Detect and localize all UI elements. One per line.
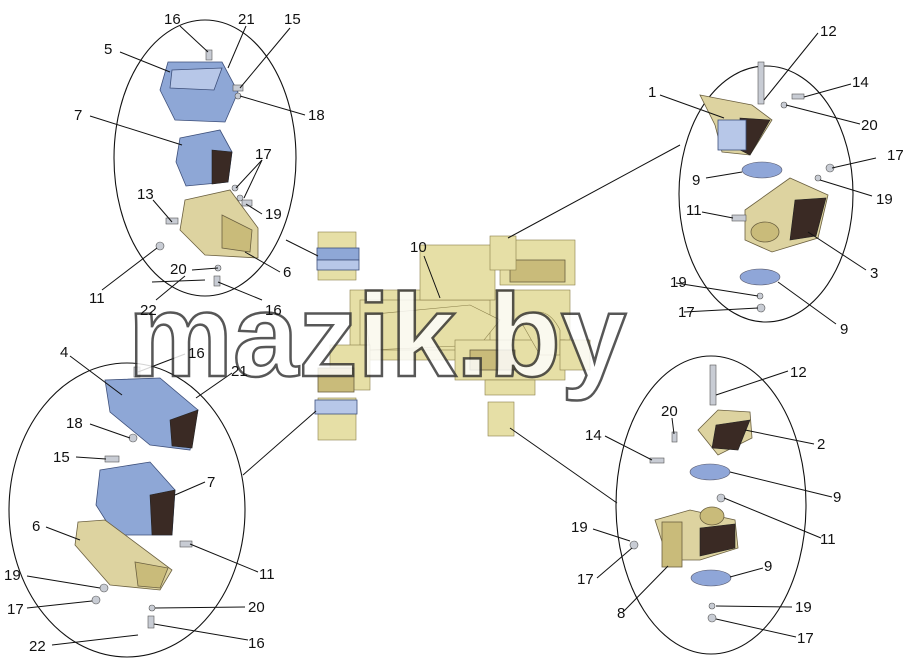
callout-br-14: 14 bbox=[585, 427, 602, 444]
callout-br-9: 9 bbox=[833, 489, 841, 506]
callout-tr-19b: 19 bbox=[670, 274, 687, 291]
callout-tr-3: 3 bbox=[870, 265, 878, 282]
callout-tr-17b: 17 bbox=[678, 304, 695, 321]
callout-labels: 16 21 15 5 18 7 17 13 19 11 20 6 22 16 4… bbox=[4, 11, 904, 655]
callout-tl-20: 20 bbox=[170, 261, 187, 278]
callout-br-19: 19 bbox=[571, 519, 588, 536]
engine-frame-assembly bbox=[314, 231, 591, 441]
callout-bl-18: 18 bbox=[66, 415, 83, 432]
callout-tl-5: 5 bbox=[104, 41, 112, 58]
callout-br-9b: 9 bbox=[764, 558, 772, 575]
callout-bl-4: 4 bbox=[60, 344, 68, 361]
callout-br-12: 12 bbox=[790, 364, 807, 381]
callout-c-10: 10 bbox=[410, 239, 427, 256]
callout-tl-18: 18 bbox=[308, 107, 325, 124]
bottom-right-parts bbox=[629, 364, 753, 623]
callout-bl-16: 16 bbox=[188, 345, 205, 362]
callout-tr-14: 14 bbox=[852, 74, 869, 91]
watermark-text: mazik.by bbox=[128, 270, 626, 402]
callout-bl-20: 20 bbox=[248, 599, 265, 616]
callout-bl-7: 7 bbox=[207, 474, 215, 491]
callout-bl-21: 21 bbox=[231, 363, 248, 380]
callout-br-17b: 17 bbox=[797, 630, 814, 647]
callout-tl-21: 21 bbox=[238, 11, 255, 28]
callout-tr-1: 1 bbox=[648, 84, 656, 101]
callout-tr-12: 12 bbox=[820, 23, 837, 40]
callout-bl-15: 15 bbox=[53, 449, 70, 466]
detail-ellipse-top-right bbox=[678, 65, 854, 323]
callout-bl-11: 11 bbox=[259, 566, 275, 583]
detail-ellipse-bottom-left bbox=[8, 362, 246, 658]
callout-tl-16: 16 bbox=[164, 11, 181, 28]
callout-tr-19: 19 bbox=[876, 191, 893, 208]
callout-br-17: 17 bbox=[577, 571, 594, 588]
callout-bl-16b: 16 bbox=[248, 635, 265, 652]
callout-tr-9: 9 bbox=[692, 172, 700, 189]
callout-tl-11: 11 bbox=[89, 290, 105, 307]
callout-tr-11: 11 bbox=[686, 202, 702, 219]
callout-bl-19: 19 bbox=[4, 567, 21, 584]
callout-tr-17: 17 bbox=[887, 147, 904, 164]
callout-tl-16b: 16 bbox=[265, 302, 282, 319]
callout-tl-7: 7 bbox=[74, 107, 82, 124]
callout-tl-17: 17 bbox=[255, 146, 272, 163]
top-left-parts bbox=[155, 49, 259, 287]
callout-bl-17: 17 bbox=[7, 601, 24, 618]
detail-ellipse-bottom-right bbox=[615, 355, 807, 655]
callout-tl-19: 19 bbox=[265, 206, 282, 223]
callout-bl-6: 6 bbox=[32, 518, 40, 535]
callout-tr-9b: 9 bbox=[840, 321, 848, 338]
connector-lines bbox=[242, 144, 681, 504]
callout-br-19b: 19 bbox=[795, 599, 812, 616]
detail-ellipse-top-left bbox=[113, 19, 297, 297]
callout-tr-20: 20 bbox=[861, 117, 878, 134]
leader-lines bbox=[26, 25, 877, 646]
callout-tl-22: 22 bbox=[140, 302, 157, 319]
callout-bl-22: 22 bbox=[29, 638, 46, 655]
top-right-parts bbox=[699, 61, 835, 313]
bottom-left-parts bbox=[74, 366, 199, 629]
callout-br-20: 20 bbox=[661, 403, 678, 420]
callout-tl-15: 15 bbox=[284, 11, 301, 28]
callout-tl-6: 6 bbox=[283, 264, 291, 281]
callout-br-8: 8 bbox=[617, 605, 625, 622]
callout-br-11: 11 bbox=[820, 531, 836, 548]
callout-br-2: 2 bbox=[817, 436, 825, 453]
callout-tl-13: 13 bbox=[137, 186, 154, 203]
